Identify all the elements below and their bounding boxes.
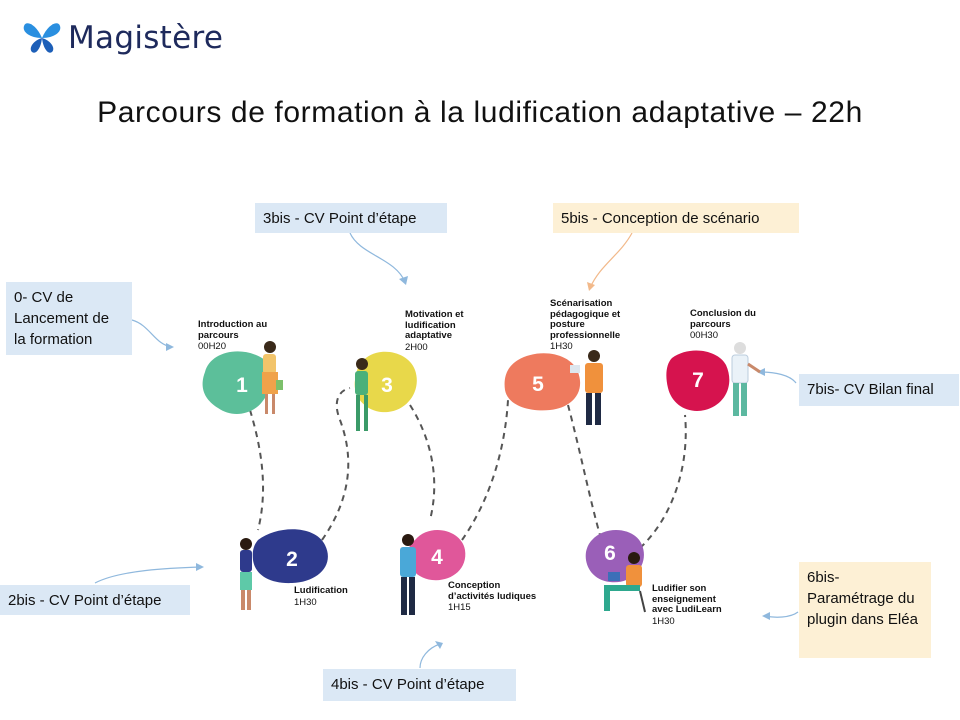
step-2-blob [252,529,328,584]
connector-6-7 [639,414,687,549]
connector-5-6 [567,404,601,536]
step-4-duration: 1H15 [448,602,471,613]
step-6-duration: 1H30 [652,615,675,627]
step-3-label: Motivation et ludification adaptative 2H… [405,309,479,353]
step-1-duration: 00H20 [198,341,226,352]
step-5-number: 5 [532,373,544,396]
callout-3bis-point-etape: 3bis - CV Point d’étape [255,203,447,233]
person-step-6 [604,552,646,613]
person-step-4 [400,534,416,615]
callout-5bis-conception-scenario: 5bis - Conception de scénario [553,203,799,233]
step-4-number: 4 [431,546,443,569]
arrow-heads [166,276,770,649]
connector-2-3 [321,387,351,541]
arrowhead-4bis [435,641,443,649]
step-1-title: Introduction au parcours [198,319,268,341]
step-6-number: 6 [604,542,616,565]
arrowhead-7bis [757,368,765,376]
person-step-2 [240,538,252,610]
step-6-title: Ludifier son enseignement avec LudiLearn [652,583,722,615]
arrowhead-0 [166,343,174,351]
person-step-3 [355,358,368,431]
step-2-title: Ludification [294,585,348,596]
callout-6bis-parametrage-plugin: 6bis- Paramétrage du plugin dans Eléa [799,562,931,658]
step-7-label: Conclusion du parcours 00H30 [690,308,756,342]
step-2-label: Ludification 1H30 [294,585,364,608]
step-2-number: 2 [286,548,298,571]
connector-3-4 [409,404,436,521]
arrow-3bis [349,232,406,283]
person-step-1 [262,341,283,414]
arrowhead-3bis [399,276,408,285]
magistere-logo: Magistère [22,20,223,56]
step-4-title: Conception d’activités ludiques [448,580,537,602]
step-3-duration: 2H00 [405,341,428,353]
arrow-0 [131,319,173,348]
step-2-duration: 1H30 [294,596,317,608]
arrow-4bis [419,643,441,669]
arrow-2bis [94,566,203,584]
step-5-title: Scénarisation pédagogique et posture pro… [550,298,621,341]
step-4-label: Conception d’activités ludiques 1H15 [448,580,544,614]
step-6-label: Ludifier son enseignement avec LudiLearn… [652,583,730,627]
callout-4bis-point-etape: 4bis - CV Point d’étape [323,669,516,701]
page-title: Parcours de formation à la ludification … [97,96,863,129]
arrowhead-6bis [762,612,770,620]
callout-0-cv-lancement: 0- CV de Lancement de la formation [6,282,132,355]
step-7-title: Conclusion du parcours [690,308,756,330]
step-3-title: Motivation et ludification adaptative [405,309,464,341]
step-1-number: 1 [236,374,248,397]
step-7-blob [666,350,730,411]
path-connectors [249,387,687,549]
brand-name: Magistère [68,20,224,56]
step-5-duration: 1H30 [550,341,573,352]
step-5-label: Scénarisation pédagogique et posture pro… [550,298,632,353]
callout-arrows-orange [589,232,633,289]
callout-7bis-bilan-final: 7bis- CV Bilan final [799,374,959,406]
step-3-number: 3 [381,374,393,397]
arrowhead-5bis [587,282,595,291]
step-4-blob [407,529,466,581]
person-step-7 [731,342,761,416]
callout-2bis-point-etape: 2bis - CV Point d’étape [0,585,190,615]
step-5-blob [504,353,581,411]
step-1-label: Introduction au parcours 00H20 [198,319,268,353]
step-7-number: 7 [692,369,704,392]
connector-1-2 [249,409,265,531]
arrowhead-2bis [196,563,204,571]
butterfly-icon [23,23,61,53]
arrow-5bis [589,232,633,289]
arrow-7bis [759,371,797,384]
step-3-blob [354,351,417,413]
person-step-5 [570,350,603,425]
step-1-blob [202,351,273,414]
step-7-duration: 00H30 [690,330,718,341]
connector-4-5 [461,399,509,541]
